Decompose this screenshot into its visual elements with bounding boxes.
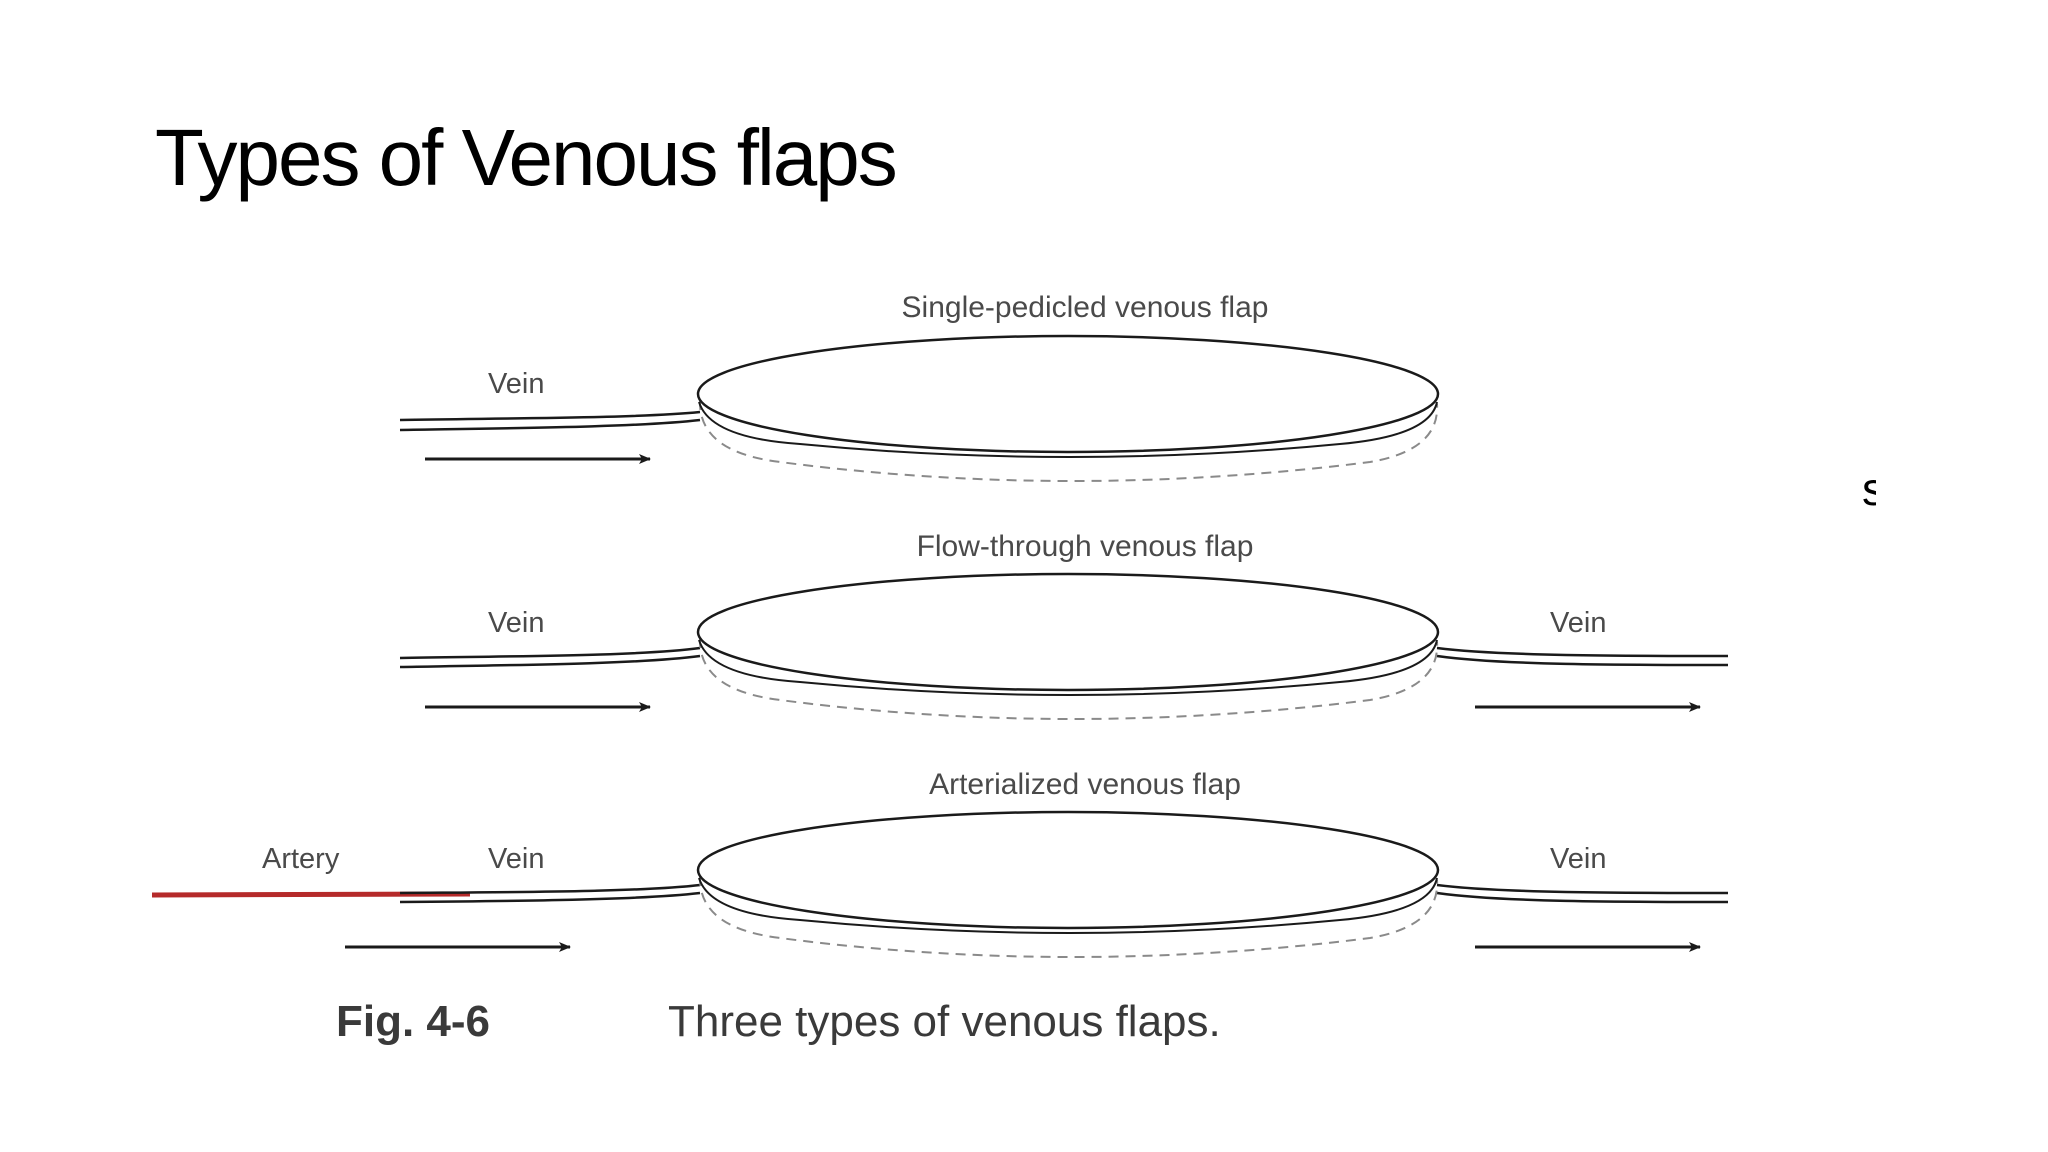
flap-flow-through: Flow-through venous flap Vein Vein xyxy=(399,530,1729,720)
artery-label-left: Artery xyxy=(262,843,340,875)
flap-skin-paddle xyxy=(696,810,1440,930)
vein-label-right: Vein xyxy=(1550,843,1606,875)
flap-scalloped-edge xyxy=(698,875,1439,958)
clipped-text-fragment: s xyxy=(1862,466,1876,512)
flap-title: Flow-through venous flap xyxy=(917,530,1254,563)
inflow-vein-upper xyxy=(399,646,701,660)
flap-lower-rim xyxy=(698,401,1438,458)
slide-title: Types of Venous flaps xyxy=(155,113,898,202)
outflow-vein-lower xyxy=(1436,891,1729,904)
caption-text: Three types of venous flaps. xyxy=(668,997,1221,1046)
flap-lower-rim xyxy=(698,639,1438,696)
outflow-vein-upper xyxy=(1436,646,1729,658)
vein-label-left: Vein xyxy=(488,607,544,639)
flap-lower-rim xyxy=(698,877,1438,934)
caption-number: Fig. 4-6 xyxy=(336,997,490,1046)
inflow-vessel-upper xyxy=(399,883,701,895)
flap-single-pedicled: Single-pedicled venous flap Vein xyxy=(399,291,1440,482)
outflow-vein-upper xyxy=(1436,883,1729,895)
flap-title: Arterialized venous flap xyxy=(929,768,1241,801)
inflow-vein-lower xyxy=(399,418,701,432)
flap-skin-paddle xyxy=(696,334,1440,454)
inflow-vessel-lower xyxy=(399,891,701,904)
vein-label-right: Vein xyxy=(1550,607,1606,639)
figure-caption: Fig. 4-6 Three types of venous flaps. xyxy=(336,997,1221,1046)
inflow-vein-upper xyxy=(399,410,701,422)
flap-scalloped-edge xyxy=(698,637,1439,720)
flap-arterialized: Arterialized venous flap Artery Vein Vei… xyxy=(151,768,1729,958)
vein-label-left: Vein xyxy=(488,368,544,400)
flap-scalloped-edge xyxy=(698,399,1439,482)
outflow-vein-lower xyxy=(1436,654,1729,667)
artery-segment xyxy=(151,891,471,898)
flap-skin-paddle xyxy=(696,572,1440,692)
inflow-vein-lower xyxy=(399,654,701,669)
flap-title: Single-pedicled venous flap xyxy=(902,291,1269,324)
vein-label-left: Vein xyxy=(488,843,544,875)
